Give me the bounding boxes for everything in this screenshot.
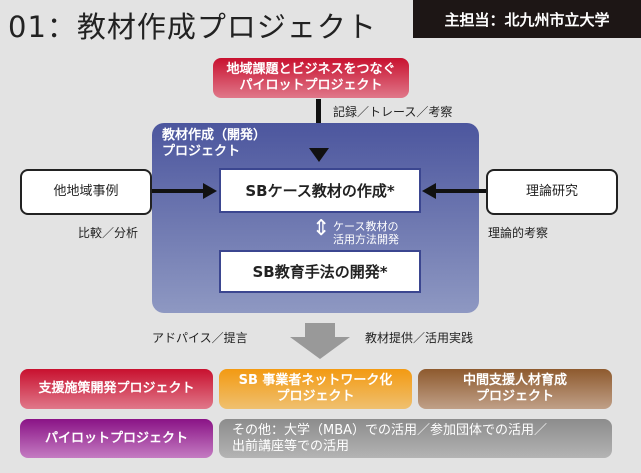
big-down-arrow-icon [290,337,350,359]
provide-label: 教材提供／活用実践 [365,331,474,345]
between-label: ケース教材の活用方法開発 [333,220,399,246]
output-line: SB 事業者ネットワーク化 [238,373,393,389]
output-line: 中間支援人材育成 [462,373,567,389]
big-arrow-shaft [305,323,335,337]
output-line: プロジェクト [475,389,554,404]
left-arrow-head-icon [422,183,436,199]
output-other: その他：大学（MBA）での活用／参加団体での活用／出前講座等での活用 [219,419,612,458]
pilot-source-line1: 地域課題とビジネスをつなぐ [226,62,396,78]
right-arrow-shaft [436,189,486,193]
panel-title: 教材作成（開発）プロジェクト [162,128,266,159]
advice-label: アドパイス／提言 [152,331,248,345]
output-line: 支援施策開発プロジェクト [38,381,195,397]
output-network: SB 事業者ネットワーク化プロジェクト [219,369,412,409]
output-support-policy: 支援施策開発プロジェクト [20,369,213,409]
pilot-source-line2: パイロットプロジェクト [239,78,383,93]
pilot-source-box: 地域課題とビジネスをつなぐ パイロットプロジェクト [213,58,409,98]
output-pilot: パイロットプロジェクト [20,419,213,458]
right-arrow-head-icon [203,183,217,199]
other-region-box: 他地域事例 [20,169,152,215]
owner-badge: 主担当：北九州市立大学 [413,0,641,38]
panel-title-line2: プロジェクト [162,143,241,159]
output-line: 出前講座等での活用 [232,438,350,454]
record-label: 記録／トレース／考察 [333,105,453,119]
compare-label: 比較／分析 [78,226,139,240]
theory-box: 理論研究 [486,169,618,215]
panel-title-line1: 教材作成（開発） [162,128,267,143]
updown-arrow-icon: ⇕ [312,216,331,241]
output-intermediary: 中間支援人材育成プロジェクト [418,369,612,409]
between-line2: 活用方法開発 [333,233,399,247]
theory-label: 理論的考察 [488,226,549,240]
output-line: その他：大学（MBA）での活用／参加団体での活用／ [232,422,548,438]
method-box: SB教育手法の開発* [219,250,421,293]
between-line1: ケース教材の [333,220,399,233]
output-line: パイロットプロジェクト [44,430,188,446]
output-line: プロジェクト [276,389,355,404]
page-title: 01：教材作成プロジェクト [8,10,377,44]
case-material-box: SBケース教材の作成* [219,168,421,213]
down-arrow-head-icon [309,148,329,162]
left-arrow-shaft [152,189,204,193]
